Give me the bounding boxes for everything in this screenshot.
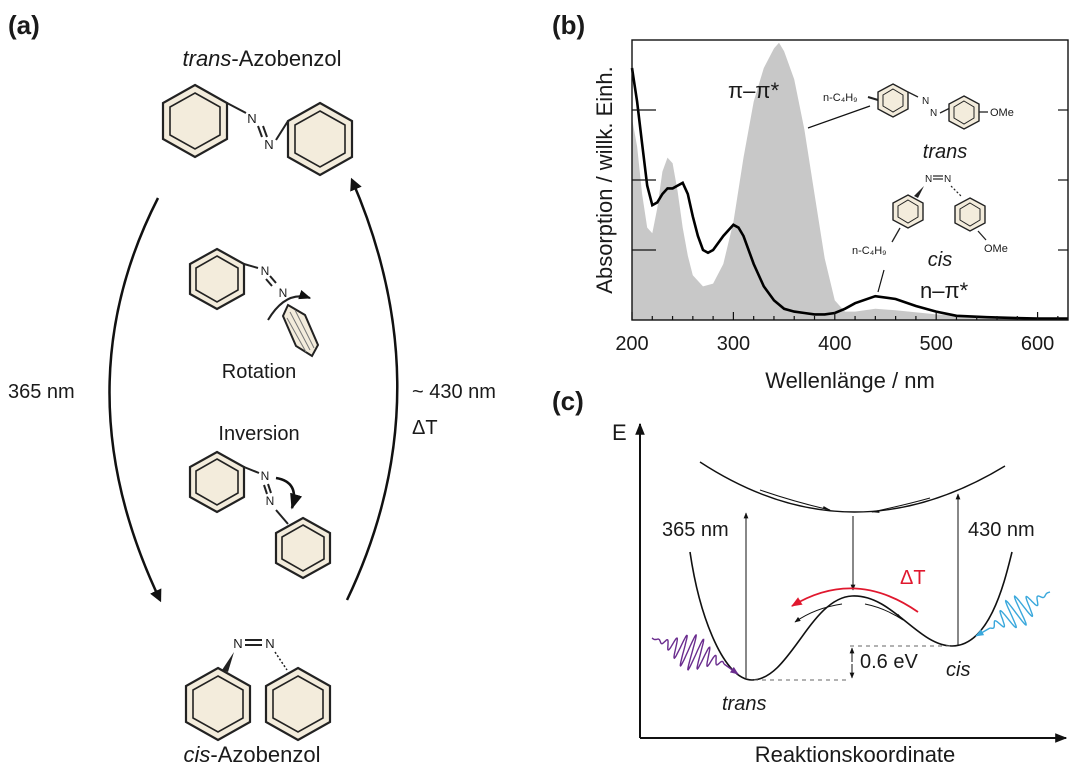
n-pi-leader-line — [877, 269, 885, 293]
cis-azobenzene-title: cis-Azobenzol — [184, 742, 321, 766]
pi-pi-star-label: π–π* — [728, 78, 780, 103]
inversion-arrow — [275, 476, 303, 510]
azo-n1-label: N — [247, 111, 256, 126]
rotation-label: Rotation — [222, 361, 297, 383]
trans-derivative-n1: N — [922, 96, 929, 107]
cis-azobenzene-structure: N N — [184, 636, 332, 742]
rotation-n1-label: N — [261, 264, 270, 278]
rotation-intermediate-structure: N N — [188, 247, 320, 358]
cis-n2-label: N — [265, 636, 274, 651]
cis-derivative-n2: N — [944, 174, 951, 185]
cis-spectrum-line — [630, 67, 1068, 320]
x-tick-label: 600 — [1021, 333, 1054, 355]
y-axis-label: Absorption / willk. Einh. — [592, 66, 617, 293]
x-axis-label: Wellenlänge / nm — [765, 368, 935, 393]
absorption-chart: 200 300 400 500 600 — [615, 39, 1069, 355]
x-tick-label: 300 — [717, 333, 750, 355]
trans-azobenzene-title: trans-Azobenzol — [183, 46, 342, 71]
trans-structure-label: trans — [923, 141, 967, 163]
uv-photon-wavepacket — [651, 634, 739, 675]
cis-derivative-n1: N — [925, 174, 932, 185]
panel-b: (b) Absorption / willk. Einh. 200 300 400 5… — [552, 10, 1069, 393]
inversion-intermediate-structure: N N — [188, 450, 332, 580]
ground-right-relax-arrow — [864, 603, 904, 621]
inversion-n2-label: N — [266, 494, 275, 508]
cis-structure-label: cis — [928, 249, 952, 271]
trans-derivative-n2: N — [930, 108, 937, 119]
cis-minimum-label: cis — [946, 659, 970, 681]
n-pi-star-label: n–π* — [920, 278, 969, 303]
x-tick-label: 500 — [919, 333, 952, 355]
trans-ome-label: OMe — [990, 107, 1014, 119]
rotation-arrow — [267, 290, 312, 321]
forward-wavelength-label: 365 nm — [8, 381, 75, 403]
plot-frame — [631, 39, 1069, 321]
rotation-n2-label: N — [279, 286, 288, 300]
excited-left-relax-arrow — [759, 489, 831, 511]
trans-azobenzene-structure: N N — [161, 83, 354, 177]
x-tick-label: 400 — [818, 333, 851, 355]
inversion-label: Inversion — [218, 423, 299, 445]
cis-derivative-structure: N N n-C₄H₉ OMe — [852, 174, 1008, 257]
excited-right-relax-arrow — [871, 497, 931, 513]
pi-pi-leader-line — [807, 105, 871, 129]
panel-c: (c) E Reaktionskoordinate 365 nm 430 nm … — [552, 386, 1068, 766]
trans-minimum-label: trans — [722, 693, 766, 715]
thermal-relaxation-arrow — [791, 587, 919, 613]
back-isomerization-arrow — [345, 177, 399, 601]
thermal-label: ΔT — [900, 567, 926, 589]
visible-photon-wavepacket — [975, 591, 1051, 637]
panel-c-label: (c) — [552, 386, 584, 416]
trans-derivative-structure: n-C₄H₉ N N OMe — [823, 83, 1014, 130]
forward-isomerization-arrow — [108, 197, 162, 603]
excited-state-curve — [699, 461, 1006, 513]
ground-left-relax-arrow — [794, 603, 843, 623]
wavelength-430-label: 430 nm — [968, 519, 1035, 541]
energy-gap-label: 0.6 eV — [860, 651, 918, 673]
azo-n2-label: N — [264, 137, 273, 152]
trans-butyl-label: n-C₄H₉ — [823, 92, 858, 104]
back-thermal-label: ΔT — [412, 417, 438, 439]
panel-a: (a) trans-Azobenzol N N N N — [8, 10, 496, 766]
cis-n1-label: N — [233, 636, 242, 651]
wavelength-365-label: 365 nm — [662, 519, 729, 541]
panel-b-label: (b) — [552, 10, 585, 40]
cis-ome-label: OMe — [984, 243, 1008, 255]
energy-axis-label: E — [612, 420, 627, 445]
trans-spectrum-area — [632, 42, 1068, 321]
cis-butyl-label: n-C₄H₉ — [852, 245, 887, 257]
x-tick-label: 200 — [615, 333, 648, 355]
panel-a-label: (a) — [8, 10, 40, 40]
back-wavelength-label: ~ 430 nm — [412, 381, 496, 403]
inversion-n1-label: N — [261, 469, 270, 483]
reaction-coordinate-label: Reaktionskoordinate — [755, 742, 956, 766]
